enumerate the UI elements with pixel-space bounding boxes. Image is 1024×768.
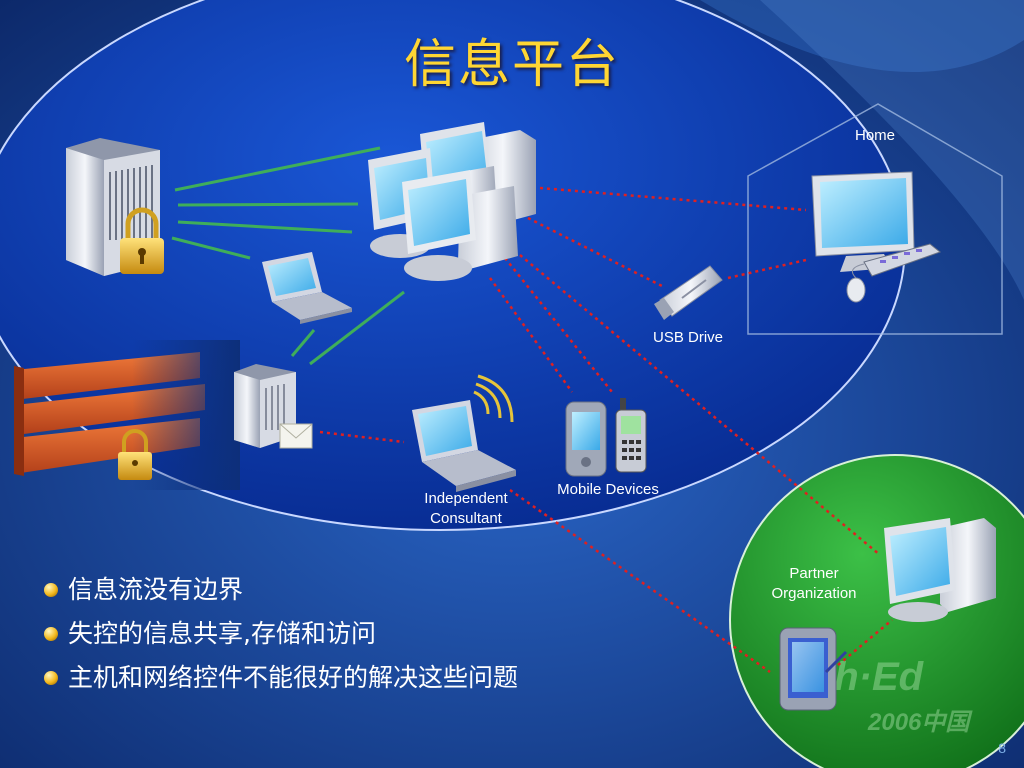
- desktop-cluster-icon: [368, 122, 536, 281]
- mobile-devices-label: Mobile Devices: [557, 481, 659, 498]
- bullet-item: 信息流没有边界: [44, 570, 518, 614]
- bullet-dot-icon: [44, 671, 58, 685]
- page-number: 8: [998, 740, 1006, 756]
- red-dotted-links: [319, 186, 893, 674]
- locked-server-icon: [66, 138, 164, 276]
- partner-label: Partner Organization: [754, 564, 874, 604]
- home-pc-icon: [811, 171, 942, 303]
- home-label: Home: [854, 127, 895, 144]
- partner-label-line1: Partner: [789, 565, 839, 582]
- consultant-label-line2: Consultant: [430, 510, 502, 527]
- consultant-label-line1: Independent: [424, 490, 508, 507]
- bullet-text: 信息流没有边界: [68, 575, 244, 604]
- pda-icon: [565, 401, 607, 477]
- firewall-icon: [0, 340, 240, 490]
- slide-title: 信息平台: [403, 35, 620, 95]
- bullet-item: 失控的信息共享,存储和访问: [44, 614, 518, 658]
- consultant-label: Independent Consultant: [400, 489, 532, 529]
- usb-drive-icon: [654, 265, 723, 320]
- bullet-item: 主机和网络控件不能很好的解决这些问题: [44, 658, 518, 702]
- bullet-text: 失控的信息共享,存储和访问: [68, 619, 376, 648]
- tablet-icon: [779, 627, 848, 711]
- wireless-laptop-icon: [412, 374, 516, 492]
- mail-server-icon: [234, 364, 313, 449]
- home-outline: [747, 103, 1003, 335]
- partner-pc-icon: [884, 518, 996, 622]
- mobile-phone-icon: [615, 398, 647, 473]
- usb-drive-label: USB Drive: [652, 329, 723, 346]
- green-links: [171, 146, 405, 366]
- bullet-text: 主机和网络控件不能很好的解决这些问题: [68, 663, 519, 692]
- partner-label-line2: Organization: [771, 585, 857, 602]
- bullet-list: 信息流没有边界 失控的信息共享,存储和访问 主机和网络控件不能很好的解决这些问题: [44, 570, 518, 702]
- laptop-icon: [262, 252, 352, 324]
- bullet-dot-icon: [44, 627, 58, 641]
- svg-text:2006中国: 2006中国: [867, 709, 973, 736]
- bullet-dot-icon: [44, 583, 58, 597]
